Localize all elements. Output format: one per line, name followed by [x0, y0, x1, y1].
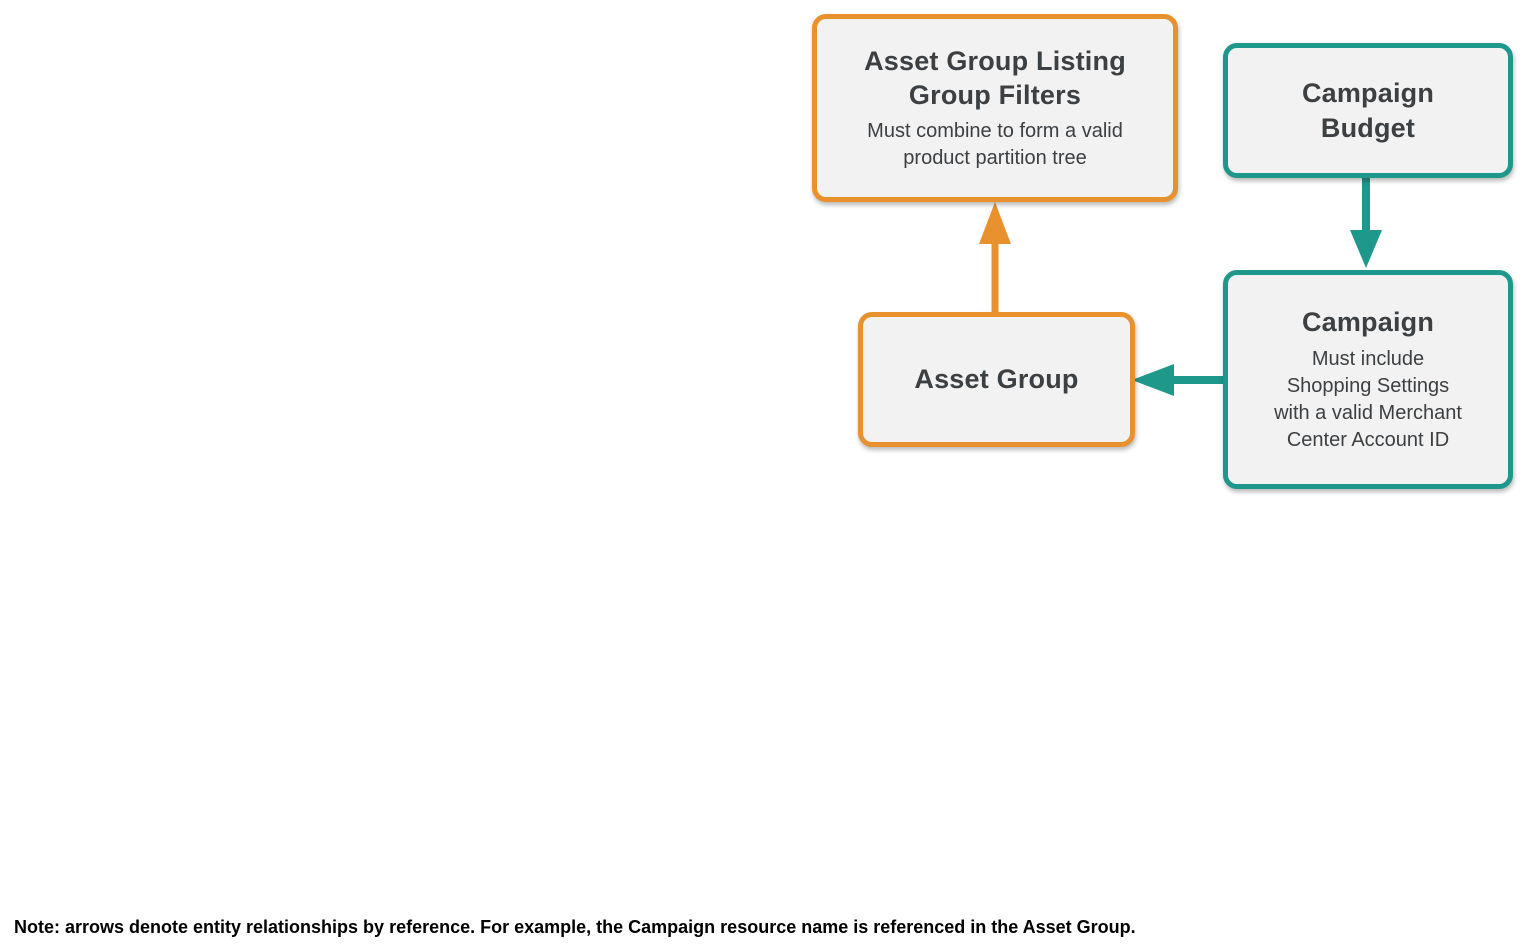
- node-title: Asset Group Listing Group Filters: [864, 45, 1126, 110]
- node-title: Campaign: [1301, 307, 1435, 338]
- node-campaign-budget: Campaign Budget: [1223, 43, 1513, 178]
- arrow-asset-group-to-listing-filters: [979, 202, 1011, 318]
- arrow-campaign-to-asset-group: [1132, 364, 1228, 396]
- node-campaign: Campaign Must include Shopping Settings …: [1223, 270, 1513, 489]
- node-subtitle: Must combine to form a valid product par…: [867, 120, 1123, 170]
- node-subtitle: Must include Shopping Settings with a va…: [1274, 347, 1462, 451]
- node-title: Campaign Budget: [1301, 78, 1435, 143]
- arrow-campaign-budget-to-campaign: [1350, 172, 1382, 268]
- node-title: Asset Group: [914, 364, 1079, 395]
- node-asset-group-listing-group-filters: Asset Group Listing Group Filters Must c…: [812, 14, 1178, 202]
- footnote: Note: arrows denote entity relationships…: [14, 917, 1136, 937]
- node-asset-group: Asset Group: [858, 312, 1135, 447]
